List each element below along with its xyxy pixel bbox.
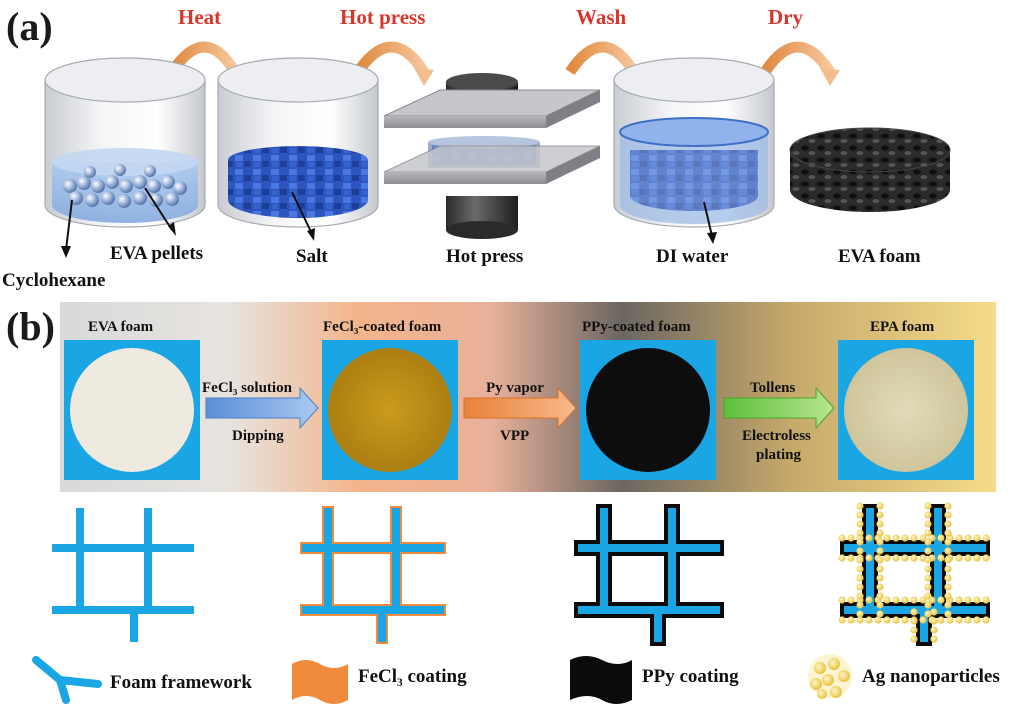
framework-bare — [52, 508, 194, 642]
label-eva-foam: EVA foam — [838, 246, 921, 267]
arrow-3-top: Tollens — [750, 380, 795, 396]
photo-ppy-foam — [580, 340, 716, 480]
arrow-electroless — [723, 386, 835, 430]
label-eva-pellets: EVA pellets — [110, 243, 203, 264]
arrow-vpp — [463, 386, 577, 430]
arrow-3-bottom-line2: plating — [756, 447, 802, 463]
beaker-di-water — [613, 57, 775, 244]
eva-pellets — [63, 164, 187, 208]
hot-press-arrow — [353, 41, 434, 86]
legend-ppy-coating: PPy coating — [642, 666, 739, 687]
hot-press-machine — [383, 73, 601, 239]
legend-fecl3-icon — [292, 660, 348, 704]
beaker-salt — [217, 57, 379, 241]
sample-title-eva: EVA foam — [88, 319, 154, 335]
legend-ppy-icon — [570, 656, 632, 704]
eva-foam-disk — [789, 127, 951, 212]
arrow-2-bottom: VPP — [500, 428, 529, 444]
ag-nanoparticles — [838, 502, 990, 643]
photo-fecl3-foam — [322, 340, 458, 480]
legend-foam-framework-icon — [32, 656, 102, 704]
legend-fecl3-coating: FeCl₃ coating — [358, 666, 467, 687]
step-heat: Heat — [178, 5, 221, 29]
label-cyclohexane: Cyclohexane — [2, 270, 105, 291]
panel-a-tag: (a) — [6, 4, 53, 49]
photo-epa-foam — [838, 340, 974, 480]
sample-title-ppy: PPy-coated foam — [582, 319, 691, 335]
framework-ag — [838, 502, 990, 646]
framework-fecl3 — [300, 506, 446, 644]
step-wash: Wash — [576, 5, 627, 29]
panel-b-tag: (b) — [6, 304, 55, 349]
label-hot-press: Hot press — [446, 246, 523, 267]
beaker-pellets — [44, 57, 206, 258]
step-hot-press: Hot press — [340, 5, 425, 29]
arrow-1-bottom: Dipping — [232, 428, 284, 444]
legend-ag-icon — [808, 654, 852, 699]
arrow-1-top: FeCl₃ solution — [202, 380, 293, 396]
arrow-3-bottom-line1: Electroless — [742, 428, 811, 444]
arrow-3-bottom: Electroless plating — [742, 428, 811, 463]
sample-title-epa: EPA foam — [870, 319, 935, 335]
legend-foam-framework: Foam framework — [110, 672, 252, 693]
step-dry: Dry — [768, 5, 803, 29]
photo-eva-foam — [64, 340, 200, 480]
label-salt: Salt — [296, 246, 328, 267]
legend-ag-nanoparticles: Ag nanoparticles — [862, 666, 1000, 687]
arrow-2-top: Py vapor — [486, 380, 544, 396]
dry-arrow — [760, 41, 840, 86]
sample-title-fecl3: FeCl₃-coated foam — [323, 319, 442, 335]
framework-ppy — [574, 504, 724, 646]
label-di-water: DI water — [656, 246, 729, 267]
arrow-dipping — [205, 386, 319, 430]
